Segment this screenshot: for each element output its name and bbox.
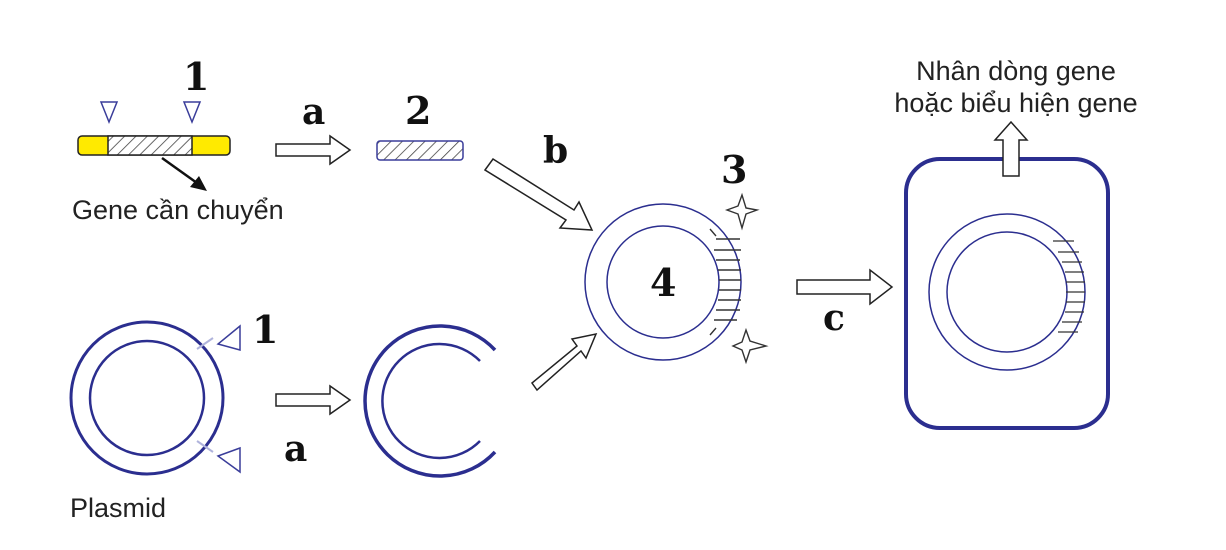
arrow-ligation-icon [530,332,598,392]
cut-site-icon [99,101,119,125]
result-line-1: Nhân dòng gene [916,56,1116,86]
label-3: 3 [721,147,747,192]
star-burst-icon [731,327,769,365]
label-step-a-bottom: a [284,428,307,470]
cut-site-icon [216,446,241,474]
opened-plasmid [363,324,497,478]
label-4: 4 [650,260,676,305]
gene-caption: Gene cần chuyển [72,195,284,225]
plasmid-caption: Plasmid [70,493,166,523]
cut-site-icon [182,101,202,125]
label-step-b: b [543,130,568,172]
label-1-bottom: 1 [252,307,278,352]
host-cell-plasmid [928,213,1086,371]
gene-pointer-arrow-icon [161,156,207,191]
donor-dna [77,135,231,156]
label-step-a-top: a [302,91,325,133]
recombinant-plasmid [584,203,742,361]
star-burst-icon [724,192,760,231]
arrow-a-top-icon [275,134,352,166]
cut-site-icon [216,324,241,351]
inserted-gene-segment [709,228,741,336]
gene-segment [107,135,193,156]
arrow-b-icon [483,157,594,231]
host-cell [904,157,1110,430]
label-step-c: c [823,297,845,339]
host-inserted-gene-segment [1053,240,1085,333]
arrow-c-icon [796,268,894,306]
isolated-gene [376,140,464,161]
arrow-up-output-icon [993,120,1029,177]
result-line-2: hoặc biểu hiện gene [894,88,1137,118]
label-1-top: 1 [183,54,209,99]
plasmid [69,320,225,476]
label-2: 2 [405,88,431,133]
arrow-a-bottom-icon [275,384,352,416]
